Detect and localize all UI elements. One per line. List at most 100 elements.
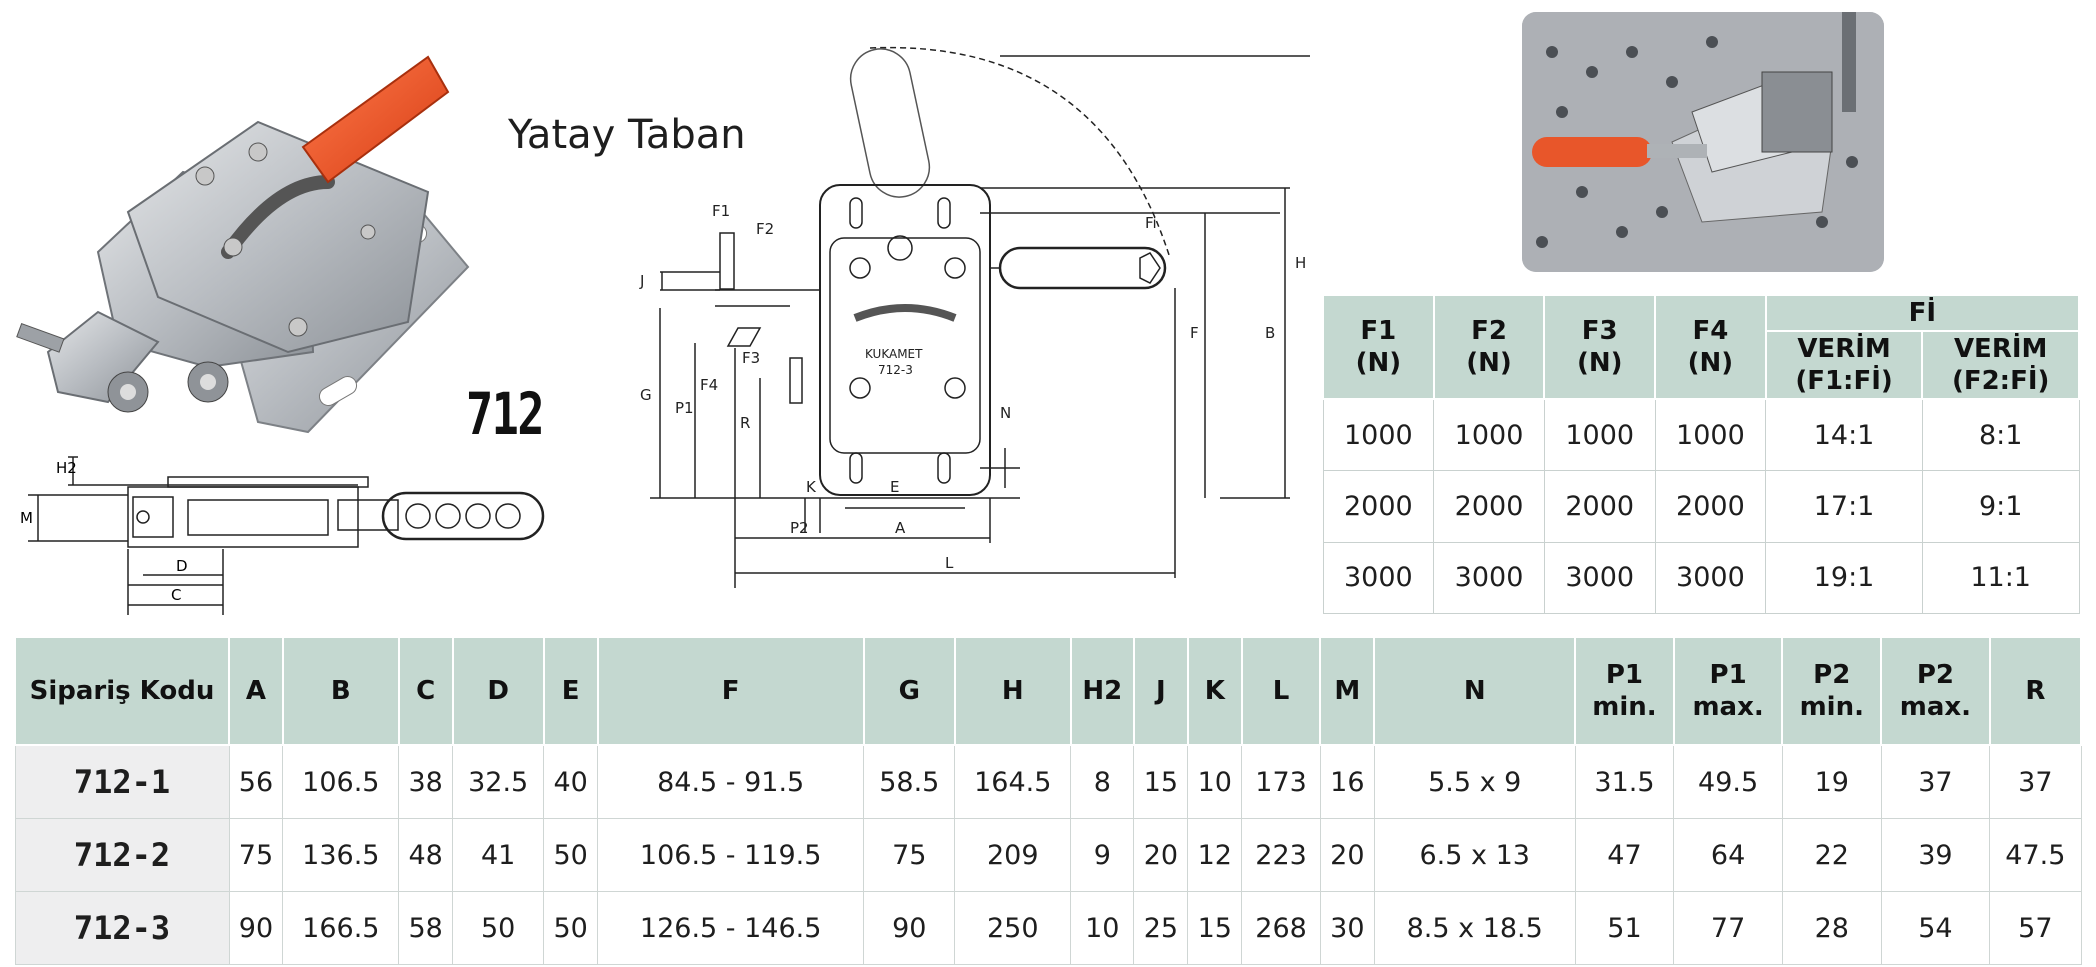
order-cell: 58.5 xyxy=(863,744,956,819)
order-cell: 106.5 - 119.5 xyxy=(597,818,865,892)
order-header-cell: C xyxy=(397,636,454,746)
force-table: F1 (N) F2 (N) F3 (N) F4 (N) Fİ VERİM (F1… xyxy=(1322,294,2081,615)
force-cell: 3000 xyxy=(1322,541,1435,615)
order-cell: 38 xyxy=(398,744,454,819)
force-cell: 3000 xyxy=(1543,541,1656,615)
force-header-f4: F4 (N) xyxy=(1654,294,1767,400)
force-cell: 2000 xyxy=(1543,470,1656,543)
force-cell: 3000 xyxy=(1654,541,1767,615)
order-cell: 268 xyxy=(1241,891,1321,965)
label-fi: Fi xyxy=(1145,214,1157,232)
order-cell: 41 xyxy=(452,818,545,892)
order-header-cell: R xyxy=(1988,636,2083,746)
label-f3: F3 xyxy=(742,349,760,367)
order-header-cell: G xyxy=(862,636,956,746)
label-j: J xyxy=(639,272,644,290)
force-header-fi: Fİ xyxy=(1764,294,2081,332)
force-cell: 9:1 xyxy=(1921,470,2080,543)
order-code-cell: 712-1 xyxy=(14,744,230,819)
label-f1: F1 xyxy=(712,202,730,220)
product-number: 712 xyxy=(466,380,545,448)
order-cell: 49.5 xyxy=(1673,744,1783,819)
label-k: K xyxy=(806,478,817,496)
force-cell: 1000 xyxy=(1322,398,1435,472)
force-cell: 17:1 xyxy=(1765,470,1923,543)
order-header-cell: Sipariş Kodu xyxy=(14,636,230,746)
dim-label-m: M xyxy=(20,509,33,527)
order-cell: 15 xyxy=(1133,744,1189,819)
label-f: F xyxy=(1190,324,1199,342)
order-cell: 173 xyxy=(1241,744,1321,819)
order-header-cell: L xyxy=(1240,636,1322,746)
label-n: N xyxy=(1000,404,1011,422)
order-cell: 37 xyxy=(1880,744,1991,819)
order-cell: 106.5 xyxy=(282,744,400,819)
front-view-drawing: F1 F2 Fi F3 F4 J G P1 R H B F N K E P2 A… xyxy=(639,46,1310,588)
order-cell: 40 xyxy=(543,744,599,819)
top-view-drawing: H2 M D C xyxy=(20,456,545,615)
order-cell: 16 xyxy=(1319,744,1375,819)
order-cell: 20 xyxy=(1133,818,1189,892)
order-cell: 31.5 xyxy=(1574,744,1675,819)
order-cell: 10 xyxy=(1070,891,1135,965)
order-header-cell: M xyxy=(1319,636,1376,746)
force-cell: 1000 xyxy=(1543,398,1656,472)
model-label: 712-3 xyxy=(878,363,913,377)
order-cell: 75 xyxy=(228,818,284,892)
order-code-cell: 712-2 xyxy=(14,818,230,892)
order-cell: 58 xyxy=(398,891,454,965)
order-cell: 56 xyxy=(228,744,284,819)
order-cell: 90 xyxy=(863,891,956,965)
order-cell: 164.5 xyxy=(954,744,1072,819)
order-header-cell: E xyxy=(542,636,599,746)
order-cell: 64 xyxy=(1673,818,1783,892)
order-cell: 48 xyxy=(398,818,454,892)
force-cell: 1000 xyxy=(1654,398,1767,472)
order-cell: 47.5 xyxy=(1989,818,2082,892)
force-cell: 2000 xyxy=(1433,470,1545,543)
order-header-cell: A xyxy=(228,636,284,746)
order-cell: 90 xyxy=(228,891,284,965)
force-header-f2: F2 (N) xyxy=(1432,294,1546,400)
order-header-cell: B xyxy=(281,636,400,746)
section-title: Yatay Taban xyxy=(508,112,746,158)
order-header-cell: N xyxy=(1373,636,1577,746)
order-cell: 47 xyxy=(1574,818,1675,892)
label-g: G xyxy=(640,386,652,404)
order-cell: 166.5 xyxy=(282,891,400,965)
order-cell: 8.5 x 18.5 xyxy=(1373,891,1576,965)
order-header-cell: K xyxy=(1186,636,1243,746)
force-cell: 8:1 xyxy=(1921,398,2080,472)
force-header-efficiency-f2: VERİM (F2:Fİ) xyxy=(1921,330,2080,400)
order-cell: 50 xyxy=(543,818,599,892)
machine-photo xyxy=(1522,12,1884,272)
label-p2: P2 xyxy=(790,519,809,537)
order-cell: 30 xyxy=(1319,891,1375,965)
order-cell: 223 xyxy=(1241,818,1321,892)
order-cell: 25 xyxy=(1133,891,1189,965)
force-cell: 19:1 xyxy=(1765,541,1923,615)
label-p1: P1 xyxy=(675,399,694,417)
force-header-f1: F1 (N) xyxy=(1322,294,1435,400)
order-header-cell: H xyxy=(953,636,1072,746)
order-cell: 75 xyxy=(863,818,956,892)
order-cell: 126.5 - 146.5 xyxy=(597,891,865,965)
label-e: E xyxy=(890,478,899,496)
dim-label-d: D xyxy=(176,557,188,575)
order-cell: 54 xyxy=(1880,891,1991,965)
force-cell: 1000 xyxy=(1433,398,1545,472)
label-b: B xyxy=(1265,324,1275,342)
order-header-cell: H2 xyxy=(1069,636,1135,746)
order-cell: 39 xyxy=(1880,818,1991,892)
order-cell: 51 xyxy=(1574,891,1675,965)
order-cell: 57 xyxy=(1989,891,2082,965)
order-cell: 6.5 x 13 xyxy=(1373,818,1576,892)
order-cell: 28 xyxy=(1781,891,1882,965)
order-cell: 12 xyxy=(1187,818,1243,892)
force-row: 2000 2000 2000 2000 17:1 9:1 xyxy=(1322,470,2080,543)
order-cell: 8 xyxy=(1070,744,1135,819)
